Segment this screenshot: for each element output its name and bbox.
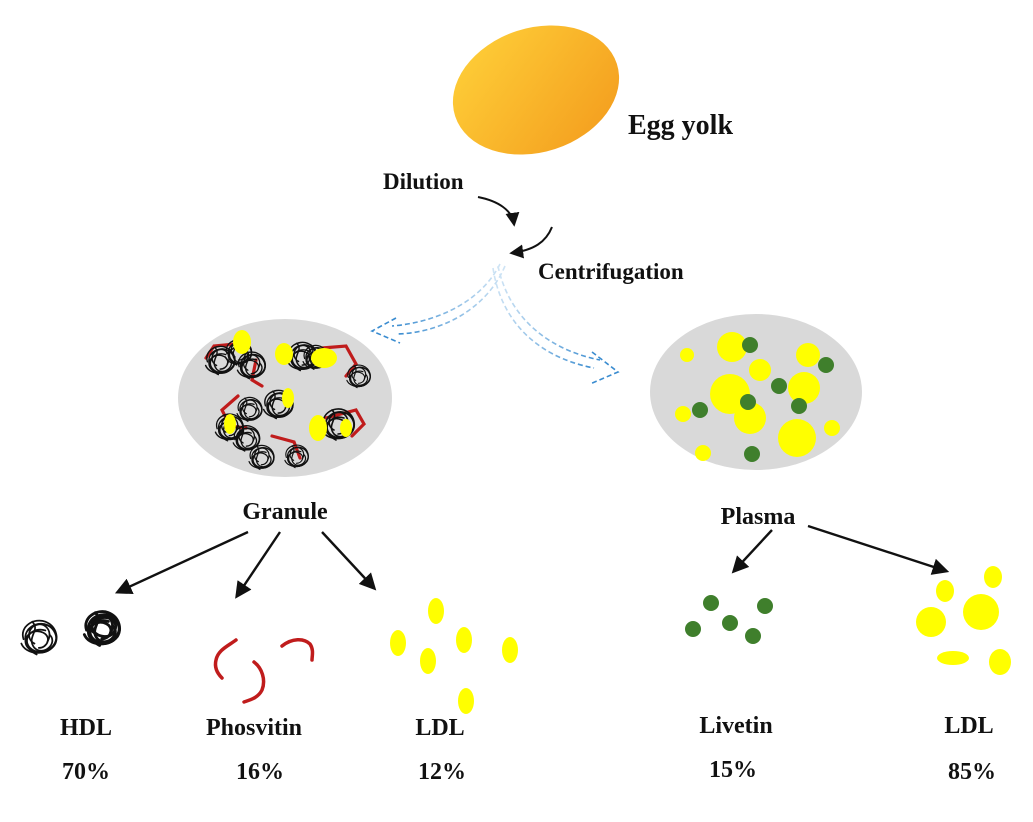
split-to-plasma-arrow [492, 265, 620, 385]
dilution-arrow [477, 196, 520, 227]
ldl-droplet-icon [390, 598, 518, 714]
egg-yolk-label: Egg yolk [628, 110, 733, 141]
fraction-percent: 15% [709, 757, 757, 783]
fraction-percent: 16% [236, 759, 284, 785]
fraction-name: LDL [415, 715, 464, 741]
granule-label: Granule [242, 499, 328, 525]
fraction-percent: 70% [62, 759, 110, 785]
arrow-granule-to-hdl [114, 530, 249, 594]
fraction-name: Livetin [699, 713, 772, 739]
dilution-label: Dilution [383, 169, 464, 194]
plasma-ldl-droplet-icon [916, 566, 1011, 675]
fraction-name: Phosvitin [206, 715, 302, 741]
fraction-percent: 85% [948, 759, 996, 785]
plasma-label: Plasma [721, 504, 796, 530]
egg-yolk-icon [452, 25, 620, 155]
fraction-percent: 12% [418, 759, 466, 785]
fraction-name: LDL [944, 713, 993, 739]
hdl-tangle-icon [20, 609, 122, 656]
livetin-particle-icon [685, 595, 773, 644]
arrow-granule-to-ldl [321, 531, 377, 591]
fraction-name: HDL [60, 715, 112, 741]
centrifugation-arrow [509, 226, 553, 259]
arrow-granule-to-phosvitin [235, 531, 281, 599]
arrow-plasma-to-livetin [731, 529, 773, 574]
split-to-granule-arrow [370, 263, 506, 344]
arrow-plasma-to-ldl [807, 524, 950, 575]
phosvitin-chain-icon [213, 638, 315, 704]
granule-fraction [178, 319, 392, 477]
plasma-fraction [650, 314, 862, 470]
centrifugation-label: Centrifugation [538, 259, 684, 284]
